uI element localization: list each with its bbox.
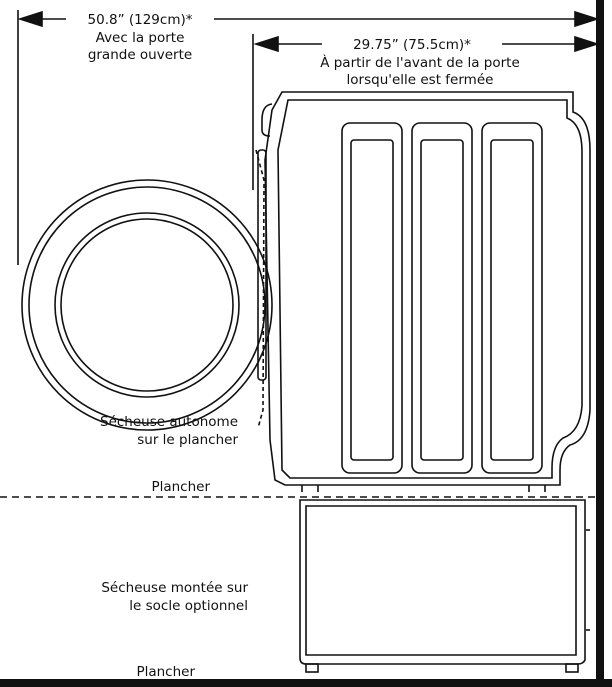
pedestal-label-line2: le socle optionnel [129,598,248,614]
dryer-body [257,91,591,492]
floor-label-top: Plancher [151,479,210,495]
standalone-label-line1: Sécheuse autonome [100,414,238,430]
overall-dimension-note-line1: Avec la porte [96,30,185,46]
pedestal-body [299,499,590,673]
overall-dimension-line [17,10,600,265]
overall-dimension-note-line2: grande ouverte [88,47,192,63]
pedestal-label-line1: Sécheuse montée sur [101,580,248,596]
standalone-label-line2: sur le plancher [137,432,238,448]
dryer-side-panels [341,122,543,474]
door-open-outline [21,179,273,431]
door-closed-dashed-outline [255,149,265,429]
depth-dimension-line [252,34,600,190]
depth-dimension-note-line1: À partir de l'avant de la porte [320,54,520,71]
floor-label-bottom: Plancher [136,664,195,680]
overall-dimension-value: 50.8” (129cm)* [88,12,193,28]
depth-dimension-value: 29.75” (75.5cm)* [353,37,471,53]
depth-dimension-note-line2: lorsqu'elle est fermée [347,72,494,88]
